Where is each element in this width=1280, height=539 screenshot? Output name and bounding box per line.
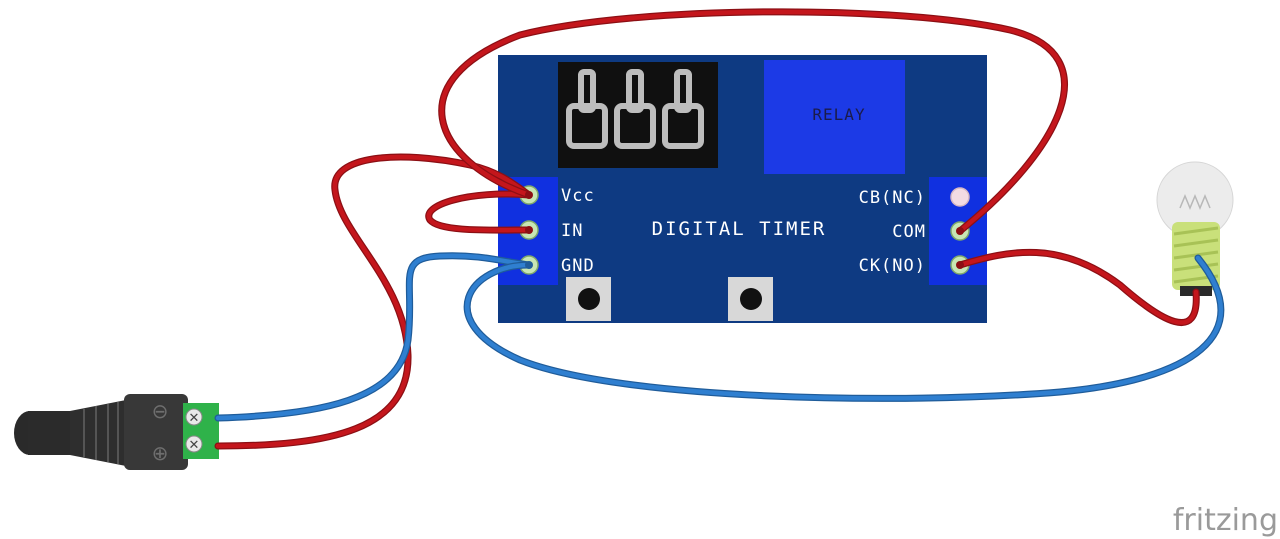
relay-label: RELAY: [812, 105, 865, 124]
nc-pin[interactable]: [950, 187, 970, 207]
wire-endpoints: [525, 191, 964, 269]
wires: [214, 8, 1225, 450]
jack-body: [124, 394, 188, 470]
in-pin-label: IN: [561, 221, 583, 241]
gnd-pin-label: GND: [561, 256, 595, 276]
bulb-filament: [1179, 194, 1211, 210]
light-bulb: [1156, 161, 1234, 296]
negative-symbol-icon: ⊖: [152, 399, 169, 423]
com-pin-label: COM: [892, 222, 926, 242]
fritzing-logo: fritzing: [1173, 503, 1278, 538]
dc-barrel-jack: ⊖ ⊕ ✕ ✕: [14, 394, 219, 470]
relay: RELAY: [764, 60, 905, 174]
screw-icon: ✕: [189, 411, 200, 426]
board-title: DIGITAL TIMER: [652, 218, 827, 240]
relay-box: [764, 60, 905, 174]
display-digit-2: [614, 69, 656, 149]
digital-timer-board: RELAY Vcc IN GND DIGITAL TIMER CB(NC) CO…: [498, 55, 987, 323]
button-right-cap: [740, 288, 762, 310]
button-right[interactable]: [728, 277, 773, 321]
nc-pin-label: CB(NC): [859, 188, 926, 208]
screw-icon: ✕: [189, 438, 200, 453]
vcc-pin-label: Vcc: [561, 186, 595, 206]
jack-screw-negative[interactable]: [185, 408, 203, 426]
no-pin-label: CK(NO): [859, 256, 926, 276]
wire-red-supply[interactable]: [214, 153, 533, 450]
display-digit-3: [662, 69, 704, 149]
display-digit-1: [566, 69, 608, 149]
jack-barrel: [28, 411, 72, 455]
button-left-cap: [578, 288, 600, 310]
button-left[interactable]: [566, 277, 611, 321]
positive-symbol-icon: ⊕: [152, 441, 169, 465]
jack-screw-positive[interactable]: [185, 435, 203, 453]
jack-ridges: [83, 402, 119, 464]
seven-segment-display: [558, 62, 718, 168]
